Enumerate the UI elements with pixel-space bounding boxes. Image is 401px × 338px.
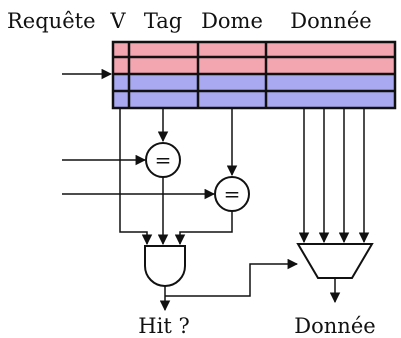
equals-symbol: =	[155, 148, 172, 172]
multiplexer	[296, 243, 374, 279]
cache-row-1	[113, 42, 395, 57]
cache-row-2	[113, 57, 395, 74]
cache-row-3	[113, 74, 395, 91]
data-output-label: Donnée	[294, 314, 375, 338]
valid-column-header: V	[109, 9, 126, 33]
and-gate	[144, 245, 186, 287]
cache-table	[111, 40, 397, 110]
comparator-1: =	[145, 142, 181, 178]
cache-row-4	[113, 91, 395, 108]
comparator-2-output-wire	[174, 211, 233, 246]
hit-label: Hit ?	[138, 314, 189, 338]
tag-column-header: Tag	[144, 9, 182, 33]
dome-column-header: Dome	[201, 9, 263, 33]
requete-label: Requête	[7, 9, 96, 33]
equals-symbol: =	[224, 182, 241, 206]
valid-bit-wire	[119, 108, 153, 246]
mux-select-wire	[165, 258, 299, 297]
data-column-header: Donnée	[290, 9, 371, 33]
comparator-2: =	[214, 176, 250, 212]
